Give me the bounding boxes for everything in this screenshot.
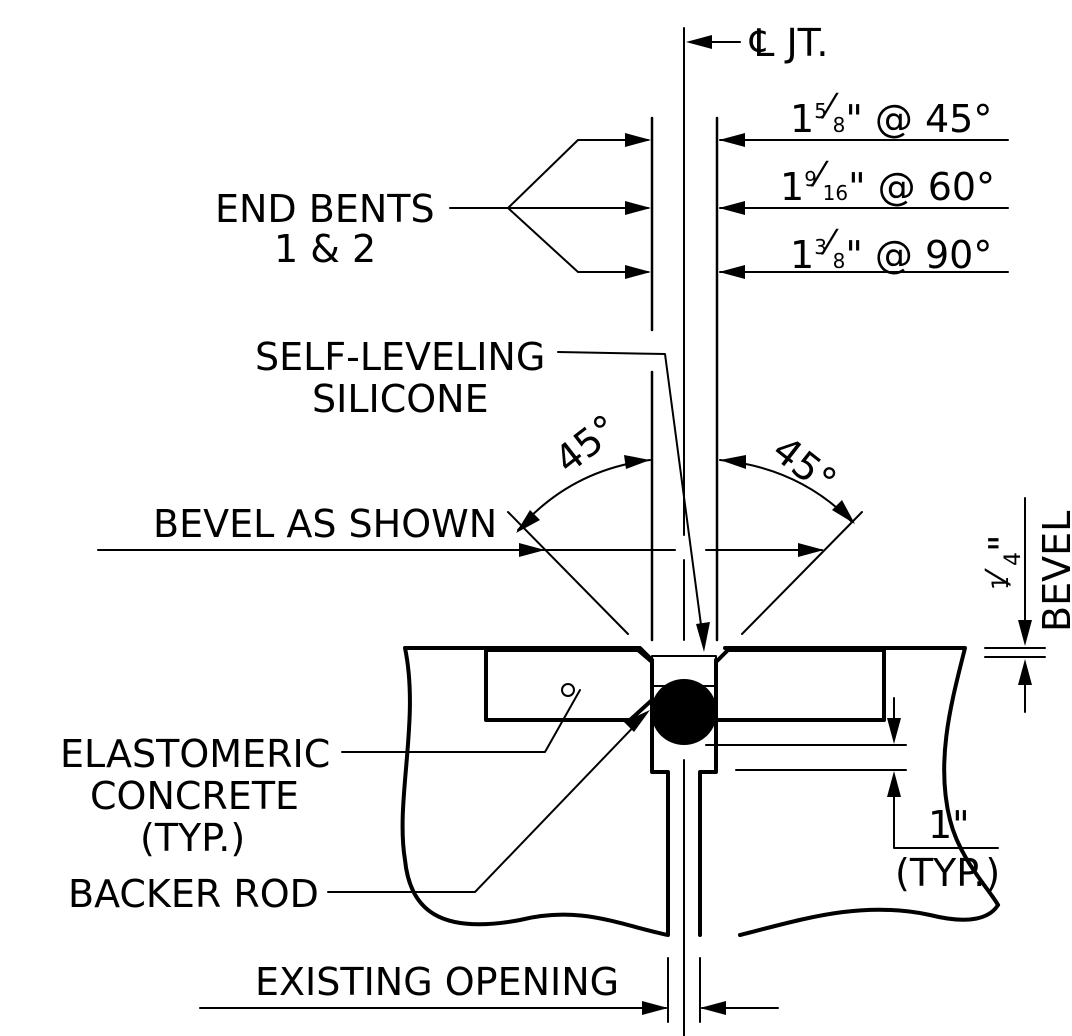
angle-label-left: 45° (546, 406, 626, 482)
elastomeric-label-1: ELASTOMERIC (60, 732, 330, 776)
elastomeric-callout: ELASTOMERIC CONCRETE (TYP.) (60, 683, 581, 860)
backer-rod-callout: BACKER ROD (68, 710, 650, 916)
joint-width-dimensions: 15⁄8" @ 45° 19⁄16" @ 60° 13⁄8" @ 90° (719, 87, 1009, 279)
angle-label-right: 45° (764, 427, 844, 503)
backer-rod-label: BACKER ROD (68, 872, 319, 916)
centerline: ℄ JT. (683, 21, 828, 1036)
centerline-label: ℄ JT. (749, 21, 828, 65)
end-bents-label-2: 1 & 2 (274, 227, 376, 271)
bevel-word-label: BEVEL (1035, 511, 1072, 632)
existing-opening-dimension: EXISTING OPENING (199, 957, 779, 1023)
one-inch-dimension: 1" (TYP.) (705, 697, 1000, 895)
existing-opening-label: EXISTING OPENING (255, 960, 619, 1004)
end-bents-callout: END BENTS 1 & 2 (215, 133, 651, 279)
joint-seal (651, 655, 717, 745)
bevel-frac-num: 1 (989, 576, 1014, 590)
bevel-as-shown-callout: BEVEL AS SHOWN (97, 502, 824, 557)
one-inch-label: 1" (928, 803, 970, 847)
one-inch-typ-label: (TYP.) (895, 851, 1000, 895)
dim-90-label: 13⁄8" @ 90° (790, 223, 992, 277)
bevel-as-shown-label: BEVEL AS SHOWN (153, 502, 497, 546)
bevel-frac-den: 4 (1001, 552, 1026, 566)
centerline-arrowhead (686, 35, 712, 49)
end-bents-label-1: END BENTS (215, 187, 435, 231)
dim-60-label: 19⁄16" @ 60° (780, 155, 995, 209)
silicone-callout: SELF-LEVELING SILICONE (255, 335, 710, 652)
bevel-dimension: 1 ⁄ 4 " BEVEL (979, 497, 1072, 713)
elastomeric-leader-dot (561, 683, 575, 697)
bevel-inch-mark: " (981, 535, 1025, 552)
silicone-label-2: SILICONE (312, 377, 489, 421)
dim-45-label: 15⁄8" @ 45° (790, 87, 992, 141)
backer-rod (651, 679, 717, 745)
elastomeric-label-2: CONCRETE (90, 774, 299, 818)
joint-extension-lines (650, 116, 719, 642)
elastomeric-label-3: (TYP.) (140, 816, 245, 860)
silicone-label-1: SELF-LEVELING (255, 335, 545, 379)
